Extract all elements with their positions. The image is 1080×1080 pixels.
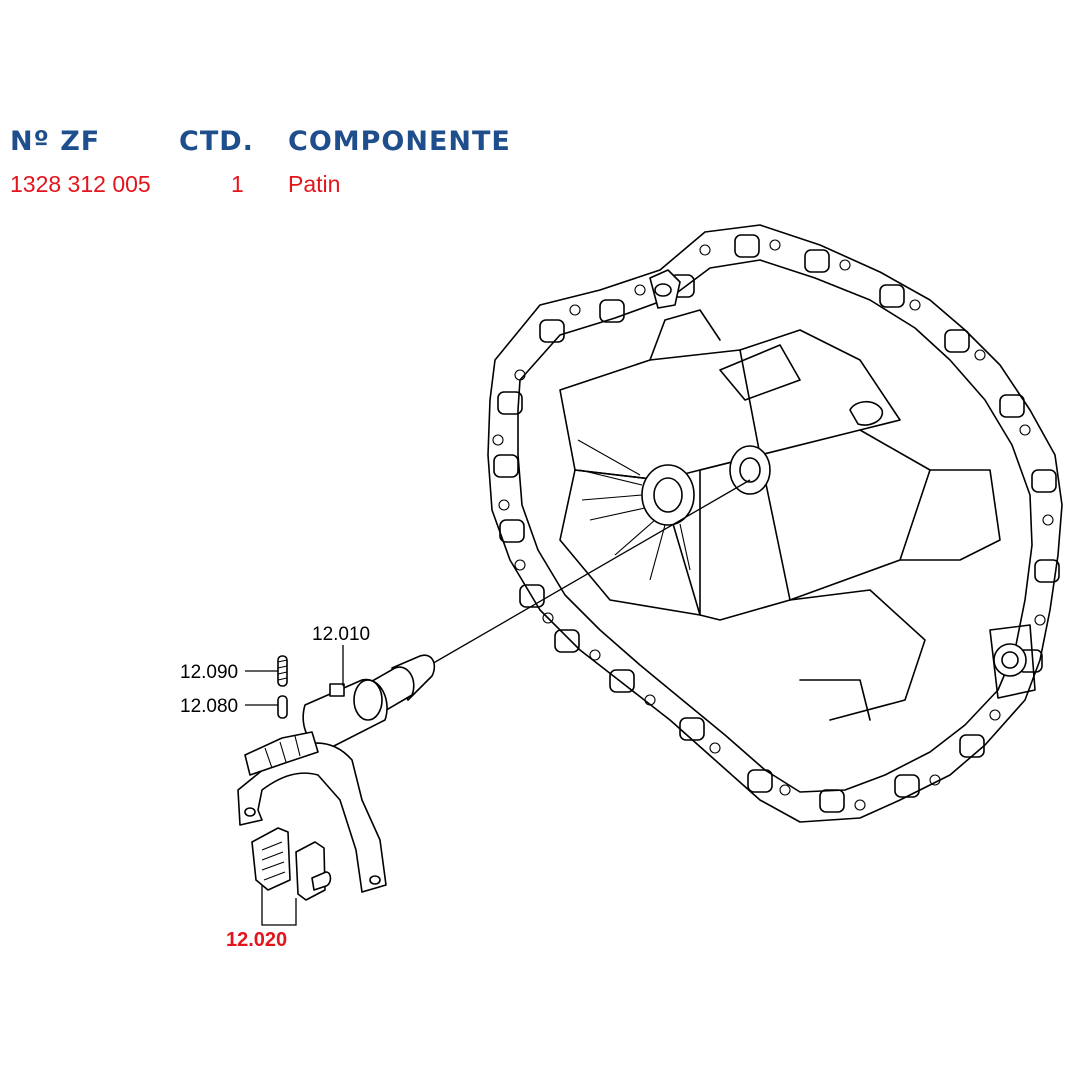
callout-label-12-080: 12.080 — [180, 696, 238, 717]
shift-shoe-part — [251, 827, 332, 901]
callout-label-12-020: 12.020 — [226, 929, 287, 951]
callout-label-12-010: 12.010 — [312, 624, 370, 645]
transmission-housing — [487, 224, 1063, 823]
value-component: Patin — [288, 171, 341, 197]
value-quantity: 1 — [231, 171, 244, 197]
header-component: COMPONENTE — [288, 126, 511, 157]
callout-label-12-090: 12.090 — [180, 662, 238, 683]
assembly-axis-line — [429, 479, 751, 666]
shift-rod-fork — [237, 654, 436, 893]
spring-part — [277, 655, 288, 687]
callout-leaders — [245, 645, 344, 926]
header-part-number: Nº ZF — [10, 126, 101, 157]
header-quantity: CTD. — [179, 126, 254, 157]
value-part-number: 1328 312 005 — [10, 171, 151, 197]
pin-part — [277, 695, 288, 719]
